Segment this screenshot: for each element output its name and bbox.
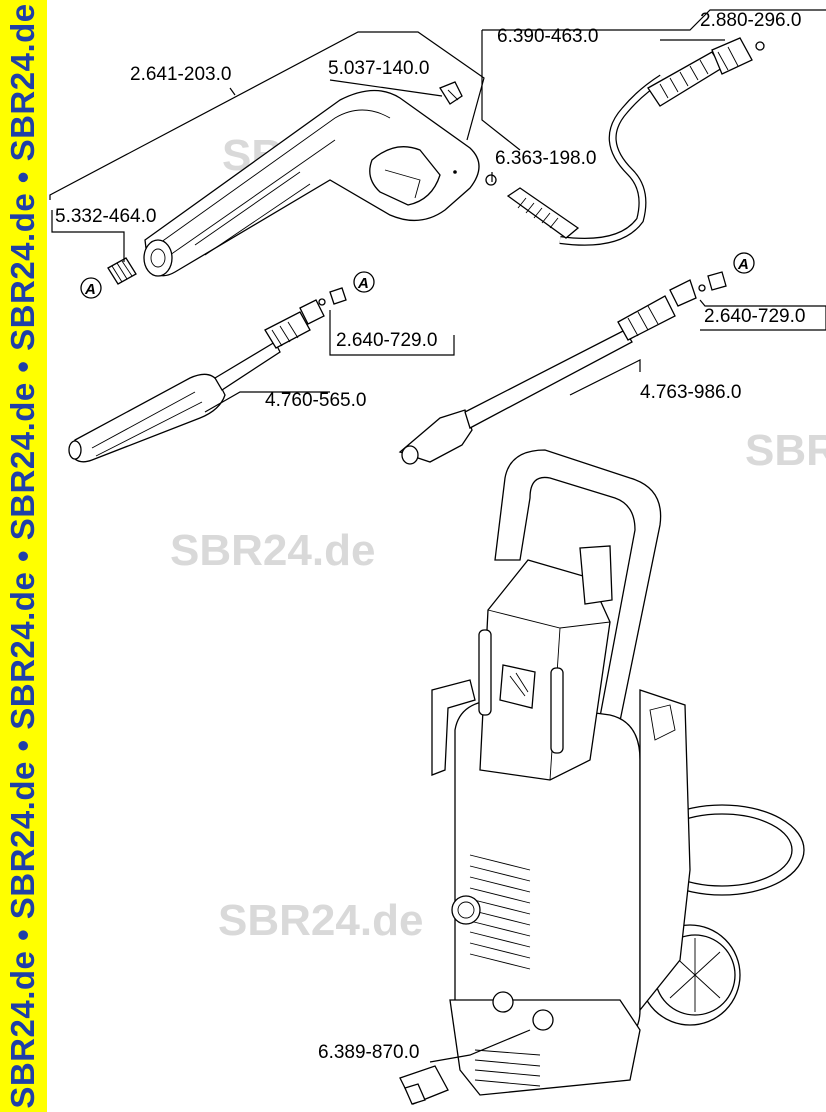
spring-adapter-drawing (107, 257, 137, 285)
callout-a-middle-label: A (357, 275, 369, 292)
pressure-washer-body (399, 449, 805, 1105)
parts-drawing: SBR24.de SBR24.de SBR24.de SBR24.de A A … (49, 9, 826, 1105)
label-nozzle-kit-left: 2.640-729.0 (336, 330, 437, 351)
label-clip: 5.037-140.0 (328, 58, 429, 79)
dirt-blaster-drawing (398, 271, 727, 465)
watermark-4: SBR24.de (218, 896, 423, 945)
oring-drawing (485, 174, 497, 186)
label-hose-nut: 2.880-296.0 (700, 10, 801, 31)
label-hose: 6.390-463.0 (497, 26, 598, 47)
label-nozzle-kit-right: 2.640-729.0 (704, 306, 805, 327)
callout-a-right-label: A (737, 256, 749, 273)
callout-a-middle: A (353, 271, 375, 293)
spray-lance-drawing (68, 287, 347, 463)
handle-gun-drawing (143, 89, 480, 277)
callout-a-right: A (733, 252, 755, 274)
clip-drawing (439, 81, 463, 105)
sidebar-watermark-strip: SBR24.de • SBR24.de • SBR24.de • SBR24.d… (0, 0, 47, 1112)
label-spring-adapter: 5.332-464.0 (55, 206, 156, 227)
label-oring: 6.363-198.0 (495, 148, 596, 169)
watermark-3: SBR24.de (170, 526, 375, 575)
watermark-2: SBR24.de (745, 426, 826, 475)
leader-lines (49, 9, 826, 1063)
hose-drawing (506, 37, 753, 246)
hose-nut-ring-drawing (755, 41, 765, 51)
callout-a-left: A (80, 277, 102, 299)
label-dirt-blaster: 4.763-986.0 (640, 382, 741, 403)
exploded-parts-diagram: SBR24.de SBR24.de SBR24.de SBR24.de A A … (47, 0, 826, 1112)
label-spray-lance: 4.760-565.0 (265, 390, 366, 411)
label-handle-gun: 2.641-203.0 (130, 64, 231, 85)
label-water-connector: 6.389-870.0 (318, 1042, 419, 1063)
sidebar-watermark-text: SBR24.de • SBR24.de • SBR24.de • SBR24.d… (4, 3, 41, 1109)
callout-a-left-label: A (84, 281, 96, 298)
